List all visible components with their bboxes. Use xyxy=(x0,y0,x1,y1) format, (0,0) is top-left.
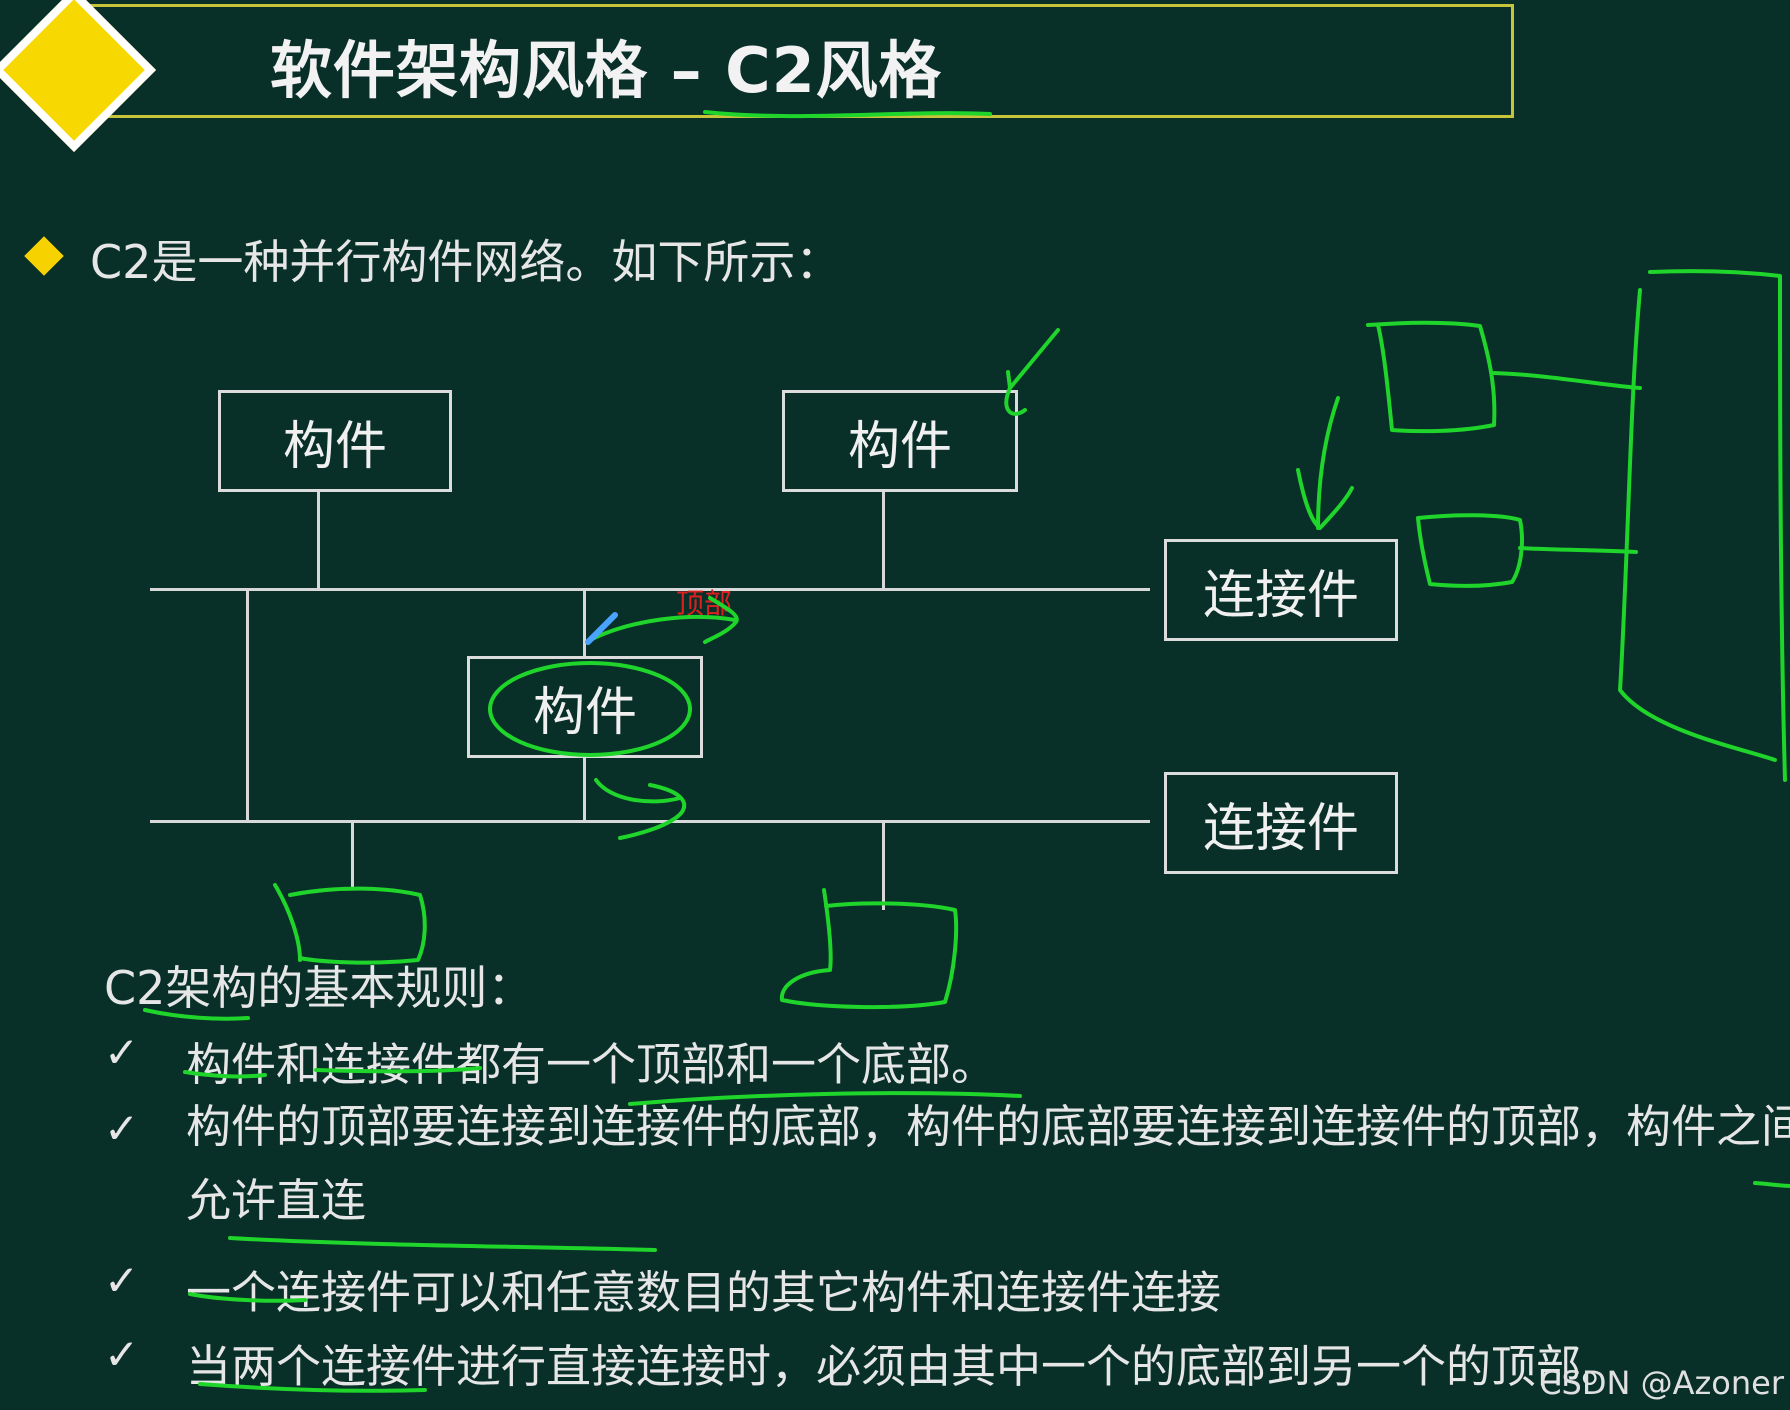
middle-top-stem xyxy=(583,588,586,656)
rule-text: 构件的顶部要连接到连接件的底部，构件的底部要连接到连接件的顶部，构件之间不允许直… xyxy=(186,1100,1790,1227)
watermark: CSDN @Azoner xyxy=(1539,1364,1784,1402)
sketch-bus-outer xyxy=(1648,269,1787,782)
check-icon: ✓ xyxy=(104,1330,140,1379)
rule-text: 一个连接件可以和任意数目的其它构件和连接件连接 xyxy=(186,1266,1222,1319)
rules-heading: C2架构的基本规则： xyxy=(104,961,534,1015)
sketch-box-right-top xyxy=(1366,320,1497,434)
left-link-line xyxy=(246,588,249,821)
lower-bus-line xyxy=(150,820,1150,823)
check-icon: ✓ xyxy=(104,1256,140,1305)
bottom-left-stem xyxy=(351,820,354,888)
connector-box-upper: 连接件 xyxy=(1164,539,1398,641)
rule-text: 当两个连接件进行直接连接时，必须由其中一个的底部到另一个的顶部。 xyxy=(186,1340,1627,1393)
sketch-bus xyxy=(1618,288,1777,762)
pen-cursor xyxy=(585,612,618,645)
sketch-box-right-middle xyxy=(1416,513,1524,588)
bottom-right-stem xyxy=(882,820,885,910)
down-arrow xyxy=(1296,396,1354,530)
slide-title: 软件架构风格 – C2风格 xyxy=(270,34,942,107)
sketch-line-1 xyxy=(1492,371,1642,390)
component-box-middle: 构件 xyxy=(467,656,703,758)
connector-box-lower: 连接件 xyxy=(1164,772,1398,874)
bottom-arrow xyxy=(594,778,687,840)
component-box-top-left: 构件 xyxy=(218,390,452,492)
intro-text: C2是一种并行构件网络。如下所示： xyxy=(90,235,842,289)
sketch-box-left xyxy=(273,883,427,965)
rule-text: 构件和连接件都有一个顶部和一个底部。 xyxy=(186,1038,997,1091)
sketch-box-right xyxy=(779,888,959,1010)
component-box-top-right: 构件 xyxy=(782,390,1018,492)
middle-bottom-stem xyxy=(583,756,586,822)
check-icon: ✓ xyxy=(104,1104,140,1153)
top-annotation-label: 顶部 xyxy=(676,587,733,620)
upper-bus-line xyxy=(150,588,1150,591)
check-icon: ✓ xyxy=(104,1028,140,1077)
component-2-stem xyxy=(882,490,885,590)
underline-rule-2b xyxy=(228,1236,657,1252)
bullet-diamond-icon xyxy=(24,236,64,276)
component-1-stem xyxy=(317,490,320,590)
sketch-line-2 xyxy=(1518,546,1638,554)
